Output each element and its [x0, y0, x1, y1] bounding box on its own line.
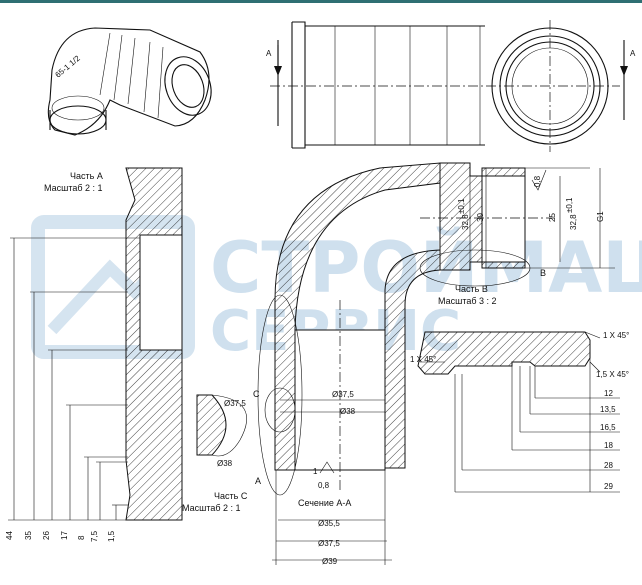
section-title: Сечение A-A	[298, 498, 351, 508]
part-b-title: Часть B	[455, 284, 488, 294]
part-a-dim-44: 44	[5, 531, 14, 540]
part-a-dim-8: 8	[77, 535, 86, 540]
section-mark-a-right: A	[630, 49, 636, 58]
section-tol-right: ±0,1	[565, 197, 574, 213]
part-c-scale: Масштаб 2 : 1	[182, 503, 241, 513]
section-dim-g1: G1	[596, 211, 605, 222]
side-view: A A	[266, 20, 636, 152]
section-dim-30: 30	[476, 213, 485, 222]
part-a-scale: Масштаб 2 : 1	[44, 183, 103, 193]
part-b-dim-13-5: 13,5	[600, 405, 616, 414]
roughness-value-left: 0,8	[318, 481, 330, 490]
roughness-value-right: 0,8	[533, 175, 542, 187]
part-a-dim-7-5: 7,5	[90, 530, 99, 542]
part-b-dim-16-5: 16,5	[600, 423, 616, 432]
section-dim-39: Ø39	[322, 557, 338, 566]
part-b-dim-29: 29	[604, 482, 613, 491]
section-dim-32-8-left: 32,8	[461, 214, 470, 230]
section-dim-35-5: Ø35,5	[318, 519, 340, 528]
part-b-scale: Масштаб 3 : 2	[438, 296, 497, 306]
logo-text: 65-1 1/2	[54, 53, 83, 79]
section-dim-37-5-bottom: Ø37,5	[318, 539, 340, 548]
section-dim-37-5: Ø37,5	[332, 390, 354, 399]
section-mark-a: A	[255, 476, 261, 486]
part-b-chamfer-2: 1 X 45°	[410, 355, 436, 364]
section-a-a: Ø37,5 Ø38 C A 1 0,8 B Часть B Масштаб 3 …	[253, 162, 615, 566]
section-mark-c: C	[253, 389, 260, 399]
part-c-dim-38: Ø38	[217, 459, 233, 468]
part-c-detail: Ø37,5 Ø38 Часть C Масштаб 2 : 1	[182, 394, 248, 513]
part-a-detail: Часть A Масштаб 2 : 1 44 35 26 17 8 7,5 …	[5, 167, 183, 542]
part-b-chamfer-1: 1 X 45°	[603, 331, 629, 340]
roughness-mark-left: 1	[313, 467, 318, 476]
part-b-dim-18: 18	[604, 441, 613, 450]
part-a-dim-1-5: 1,5	[107, 530, 116, 542]
part-b-dim-12: 12	[604, 389, 613, 398]
section-dim-32-8-right: 32,8	[569, 214, 578, 230]
isometric-view: 65-1 1/2	[47, 27, 212, 136]
part-c-dim-37-5: Ø37,5	[224, 399, 246, 408]
part-a-dim-17: 17	[60, 531, 69, 540]
section-tol-left: ±0,1	[457, 198, 466, 214]
part-b-chamfer-3: 1,5 X 45°	[596, 370, 629, 379]
top-border	[0, 0, 642, 3]
section-mark-a-left: A	[266, 49, 272, 58]
section-dim-38: Ø38	[340, 407, 356, 416]
section-dim-25: 25	[548, 213, 557, 222]
part-b-detail: 1 X 45° 1 X 45° 1,5 X 45° 12 13,5 16,5 1…	[410, 331, 629, 493]
part-a-dim-35: 35	[24, 531, 33, 540]
section-mark-b: B	[540, 268, 546, 278]
part-c-title: Часть C	[214, 491, 248, 501]
part-a-dim-26: 26	[42, 531, 51, 540]
part-a-title: Часть A	[70, 171, 103, 181]
part-b-dim-28: 28	[604, 461, 613, 470]
